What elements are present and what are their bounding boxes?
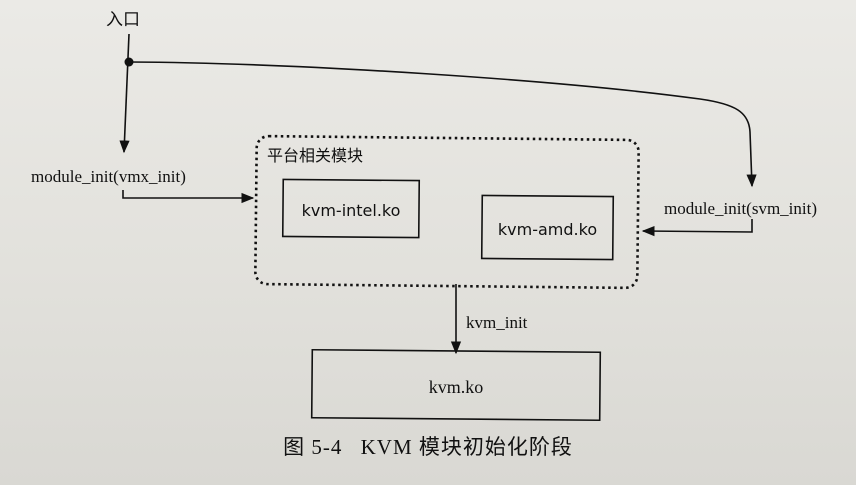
- kvm-amd-label: kvm-amd.ko: [497, 220, 598, 239]
- entry-to-svm-arrow: [128, 61, 757, 188]
- entry-label: 入口: [106, 10, 140, 29]
- kvm-label: kvm.ko: [428, 376, 484, 397]
- module-init-svm-label: module_init(svm_init): [664, 199, 817, 218]
- kvm-intel-box: [281, 178, 421, 239]
- figure-number: 图 5-4: [283, 435, 343, 459]
- kvm-amd-box: [480, 194, 615, 261]
- kvm-init-label: kvm_init: [466, 313, 528, 332]
- figure-caption: 图 5-4 KVM 模块初始化阶段: [0, 431, 856, 461]
- entry-to-vmx-arrow: [119, 33, 130, 154]
- kvm-box: [310, 348, 602, 422]
- svm-to-platform-arrow: [641, 219, 753, 237]
- module-init-vmx-label: module_init(vmx_init): [31, 167, 186, 186]
- vmx-to-platform-arrow: [122, 190, 255, 204]
- platform-group-label: 平台相关模块: [267, 146, 364, 165]
- platform-group-box: [254, 134, 640, 290]
- kvm-intel-label: kvm-intel.ko: [301, 201, 401, 220]
- figure-title: KVM 模块初始化阶段: [360, 435, 573, 459]
